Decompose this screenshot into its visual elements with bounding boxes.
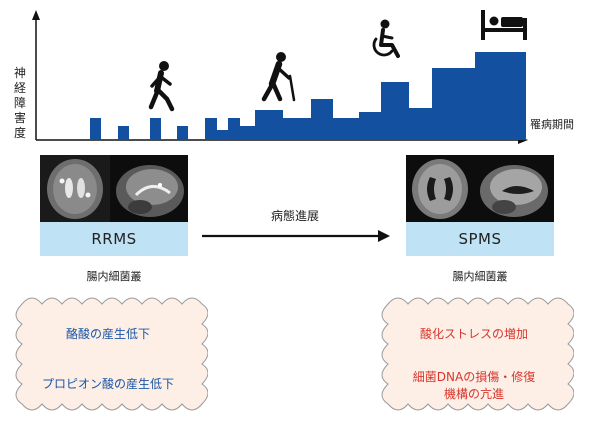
rrms-stage-box: RRMS — [40, 222, 188, 256]
spms-microbiome-label: 腸内細菌叢 — [452, 270, 508, 283]
x-axis-label: 罹病期間 — [530, 118, 574, 131]
walking-person-icon — [148, 61, 175, 112]
y-axis-arrowhead — [32, 10, 40, 20]
disability-progression-graph — [32, 10, 528, 144]
bedridden-icon — [481, 10, 527, 40]
relapse-bar — [118, 126, 129, 140]
person-with-cane-icon — [261, 52, 296, 102]
wheelchair-icon — [372, 19, 400, 58]
spms-effects-cloud — [381, 297, 574, 411]
relapse-bar — [150, 118, 161, 140]
progression-staircase — [205, 52, 526, 140]
rrms-mri-images — [40, 155, 188, 223]
spms-effect-dna-damage: 細菌DNAの損傷・修復 — [412, 370, 536, 384]
relapse-bars — [90, 118, 188, 140]
progression-arrow — [202, 230, 390, 242]
spms-stage-box: SPMS — [406, 222, 554, 256]
rrms-effect-propionate: プロピオン酸の産生低下 — [41, 377, 174, 391]
spms-mri-images — [406, 155, 554, 223]
progression-label: 病態進展 — [270, 209, 319, 223]
rrms-effect-butyrate: 酪酸の産生低下 — [65, 327, 150, 341]
y-axis-label: 神 経 障 害 度 — [13, 66, 26, 140]
relapse-bar — [177, 126, 188, 140]
spms-effect-oxidative-stress: 酸化ストレスの増加 — [419, 327, 528, 341]
rrms-effects-cloud — [15, 297, 208, 411]
spms-effect-repair-mechanism: 機構の亢進 — [443, 387, 504, 401]
rrms-microbiome-label: 腸内細菌叢 — [86, 270, 142, 283]
relapse-bar — [90, 118, 101, 140]
